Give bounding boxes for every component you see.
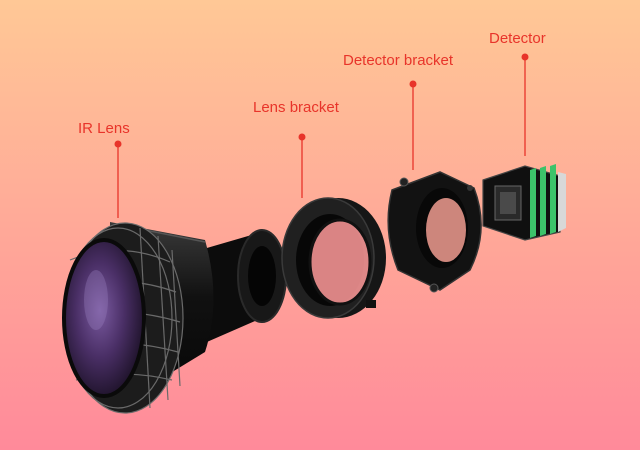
ir-lens-label: IR Lens	[78, 120, 130, 137]
ir-lens-leader-dot	[114, 140, 122, 148]
leader-lines	[114, 53, 529, 218]
detector-bracket-label: Detector bracket	[343, 52, 454, 69]
detector-label: Detector	[489, 30, 546, 47]
detector-bracket-part	[387, 171, 482, 293]
detector-leader-dot	[521, 53, 529, 61]
detector-part	[482, 164, 566, 241]
lens-bracket-label: Lens bracket	[253, 99, 339, 116]
lens-bracket-leader-dot	[298, 133, 306, 141]
detector-bracket-leader-dot	[409, 80, 417, 88]
lens-bracket-part	[281, 197, 386, 319]
ir-lens-part	[62, 222, 287, 414]
